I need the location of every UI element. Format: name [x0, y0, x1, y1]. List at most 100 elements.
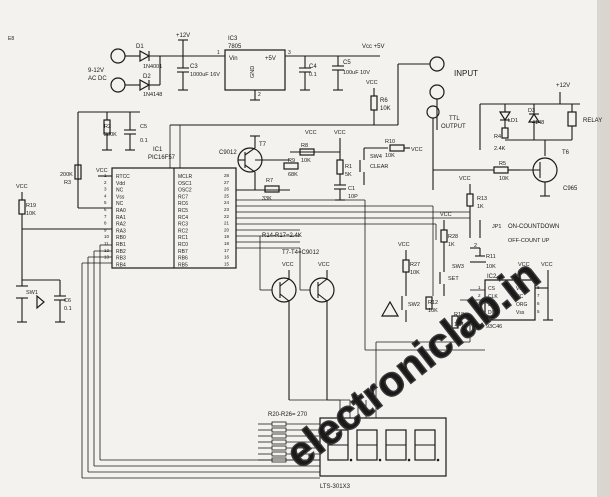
display-body — [319, 417, 447, 477]
r2-label: R2 — [104, 124, 111, 130]
relay-section: +12V LD1 R4 2.4K D3 4148 RELAY T6 C965 R… — [433, 83, 602, 197]
ic2-part: 93C46 — [486, 324, 502, 330]
vcc-r1: VCC — [334, 130, 346, 136]
supply-input-label-1: 9-12V — [88, 68, 104, 74]
r13-value: 1K — [477, 204, 484, 210]
reg-vin: Vin — [229, 56, 238, 62]
mcu-left-pin-number: 4 — [104, 193, 107, 198]
r5-value: 10K — [499, 176, 509, 182]
r27-label: R27 — [410, 262, 420, 268]
r14-label: R14-R17=2.4K — [262, 233, 302, 239]
ic2-left-pin-label: CLK — [488, 294, 498, 300]
t7-label: T7 — [259, 142, 267, 148]
mcu-right-pin-label: OSC1 — [178, 181, 192, 187]
mcu-right-pin-label: RC6 — [178, 201, 188, 207]
ic2-right-pin-number: 5 — [537, 309, 540, 314]
mcu-right-pin-label: OSC2 — [178, 188, 192, 194]
mcu-right-pin-label: RC7 — [178, 194, 188, 200]
num2-label: 2 — [474, 243, 477, 249]
r27-value: 10K — [410, 270, 420, 276]
c1-label: C1 — [348, 186, 355, 192]
mcu-right-pin-number: 27 — [224, 180, 230, 185]
seven-seg-digit — [327, 429, 353, 462]
r9-label: R9 — [288, 158, 295, 164]
mcu-left-pin-label: RB4 — [116, 262, 126, 268]
sw1-arrow-icon — [36, 294, 45, 310]
mcu-left-pin-number: 6 — [104, 207, 107, 212]
display-label: LTS-301X3 — [320, 484, 351, 490]
r20-label: R20-R26= 270 — [268, 412, 308, 418]
corner-mark: E8 — [8, 36, 14, 42]
seven-seg-digit — [385, 429, 411, 462]
reset-section: VCC R2 200K C5 0.1 200K R3 VCC R19 10K S… — [16, 111, 148, 323]
c3-value: 1000uF 16V — [190, 72, 220, 78]
off-count-label: OFF-COUNT UP — [508, 238, 550, 244]
mcu-left-pin-label: RB2 — [116, 249, 126, 255]
ic2-right-pin-number: 6 — [537, 301, 540, 306]
r18-value: 10K — [454, 322, 464, 328]
power-supply: 9-12V AC DC D1 1N4001 D2 1N4148 +12V C3 … — [88, 33, 385, 101]
ic2-right-pin-label: Vss — [516, 310, 525, 316]
ic2-left-pin-label: DO — [488, 310, 496, 316]
mcu-part: PIC16F57 — [148, 155, 176, 161]
mcu-left-pin-number: 8 — [104, 221, 107, 226]
c3-label: C3 — [190, 64, 198, 70]
output-label: OUTPUT — [441, 124, 466, 130]
r8-label: R8 — [301, 143, 308, 149]
mcu-right-pin-number: 22 — [224, 214, 230, 219]
mcu-right-pin-label: RC2 — [178, 228, 188, 234]
input-section: INPUT VCC R6 10K TTL OUTPUT — [170, 56, 478, 190]
vplus12-label: +12V — [176, 33, 190, 39]
reg-pin3: 3 — [288, 50, 291, 56]
mcu-left-pin-label: RA0 — [116, 208, 126, 214]
reg-vout: +5V — [265, 56, 276, 62]
mcu-left-pin-number: 5 — [104, 200, 107, 205]
mcu-right-pin-number: 16 — [224, 255, 230, 260]
diode-d2 — [139, 78, 151, 92]
mcu-left-pin-label: NC — [116, 201, 124, 207]
mcu-left-pin-number: 7 — [104, 214, 107, 219]
r8-value: 10K — [301, 158, 311, 164]
mcu-ic1: IC1 PIC16F57 RTCC1Vdd2NC3Vss4NC5RA06RA17… — [104, 147, 237, 269]
ic2-left-pin-label: DI — [488, 302, 493, 308]
r3-value: 200K — [60, 172, 73, 178]
sw1-label: SW1 — [26, 290, 38, 296]
mcu-name: IC1 — [153, 147, 163, 153]
r9-value: 68K — [288, 172, 298, 178]
vcc-r28: VCC — [440, 212, 452, 218]
r13-label: R13 — [477, 196, 487, 202]
r28-value: 1K — [448, 242, 455, 248]
oscillator-section: C9012 T7 R7 33K R9 68K VCC R8 10K VCC R1… — [219, 130, 423, 202]
mcu-left-pin-label: RA3 — [116, 228, 126, 234]
sw2-label: SW2 — [408, 302, 420, 308]
c5-top-label: C5 — [343, 60, 351, 66]
r12-label: R12 — [428, 300, 438, 306]
mcu-right-pin-label: RC0 — [178, 242, 188, 248]
mcu-right-pin-label: RB6 — [178, 256, 188, 262]
ic2-left-pin-number: 4 — [478, 309, 481, 314]
t-range-label: T7-T4=C9012 — [282, 250, 320, 256]
supply-input-label-2: AC DC — [88, 76, 107, 82]
digit-drivers: VCC VCC — [259, 236, 377, 418]
mcu-right-pin-number: 23 — [224, 207, 230, 212]
c5b-label: C5 — [140, 124, 147, 130]
ic2-left-pin-number: 2 — [478, 293, 481, 298]
ic2-left-pin-label: CS — [488, 286, 496, 292]
on-count-label: ON-COUNTDOWN — [508, 224, 559, 230]
seven-seg-display: R20-R26= 270 LTS-301X3 — [258, 412, 447, 490]
mcu-right-pin-number: 28 — [224, 173, 230, 178]
c1-value: 10P — [348, 194, 358, 200]
r1-value: 5K — [345, 172, 352, 178]
ld1-label: LD1 — [508, 118, 518, 124]
reg-pin2: 2 — [258, 92, 261, 98]
vcc5-label: Vcc +5V — [362, 44, 385, 50]
mcu-right-pin-number: 21 — [224, 221, 230, 226]
bus-lines: R14-R17=2.4K T7-T4=C9012 — [81, 125, 470, 479]
vcc-r19: VCC — [16, 184, 28, 190]
r10-value: 10K — [385, 153, 395, 159]
mcu-left-pin-label: RA1 — [116, 215, 126, 221]
mcu-left-pin-label: Vdd — [116, 181, 125, 187]
mcu-left-pin-label: RB3 — [116, 256, 126, 262]
mcu-right-pin-number: 26 — [224, 187, 230, 192]
